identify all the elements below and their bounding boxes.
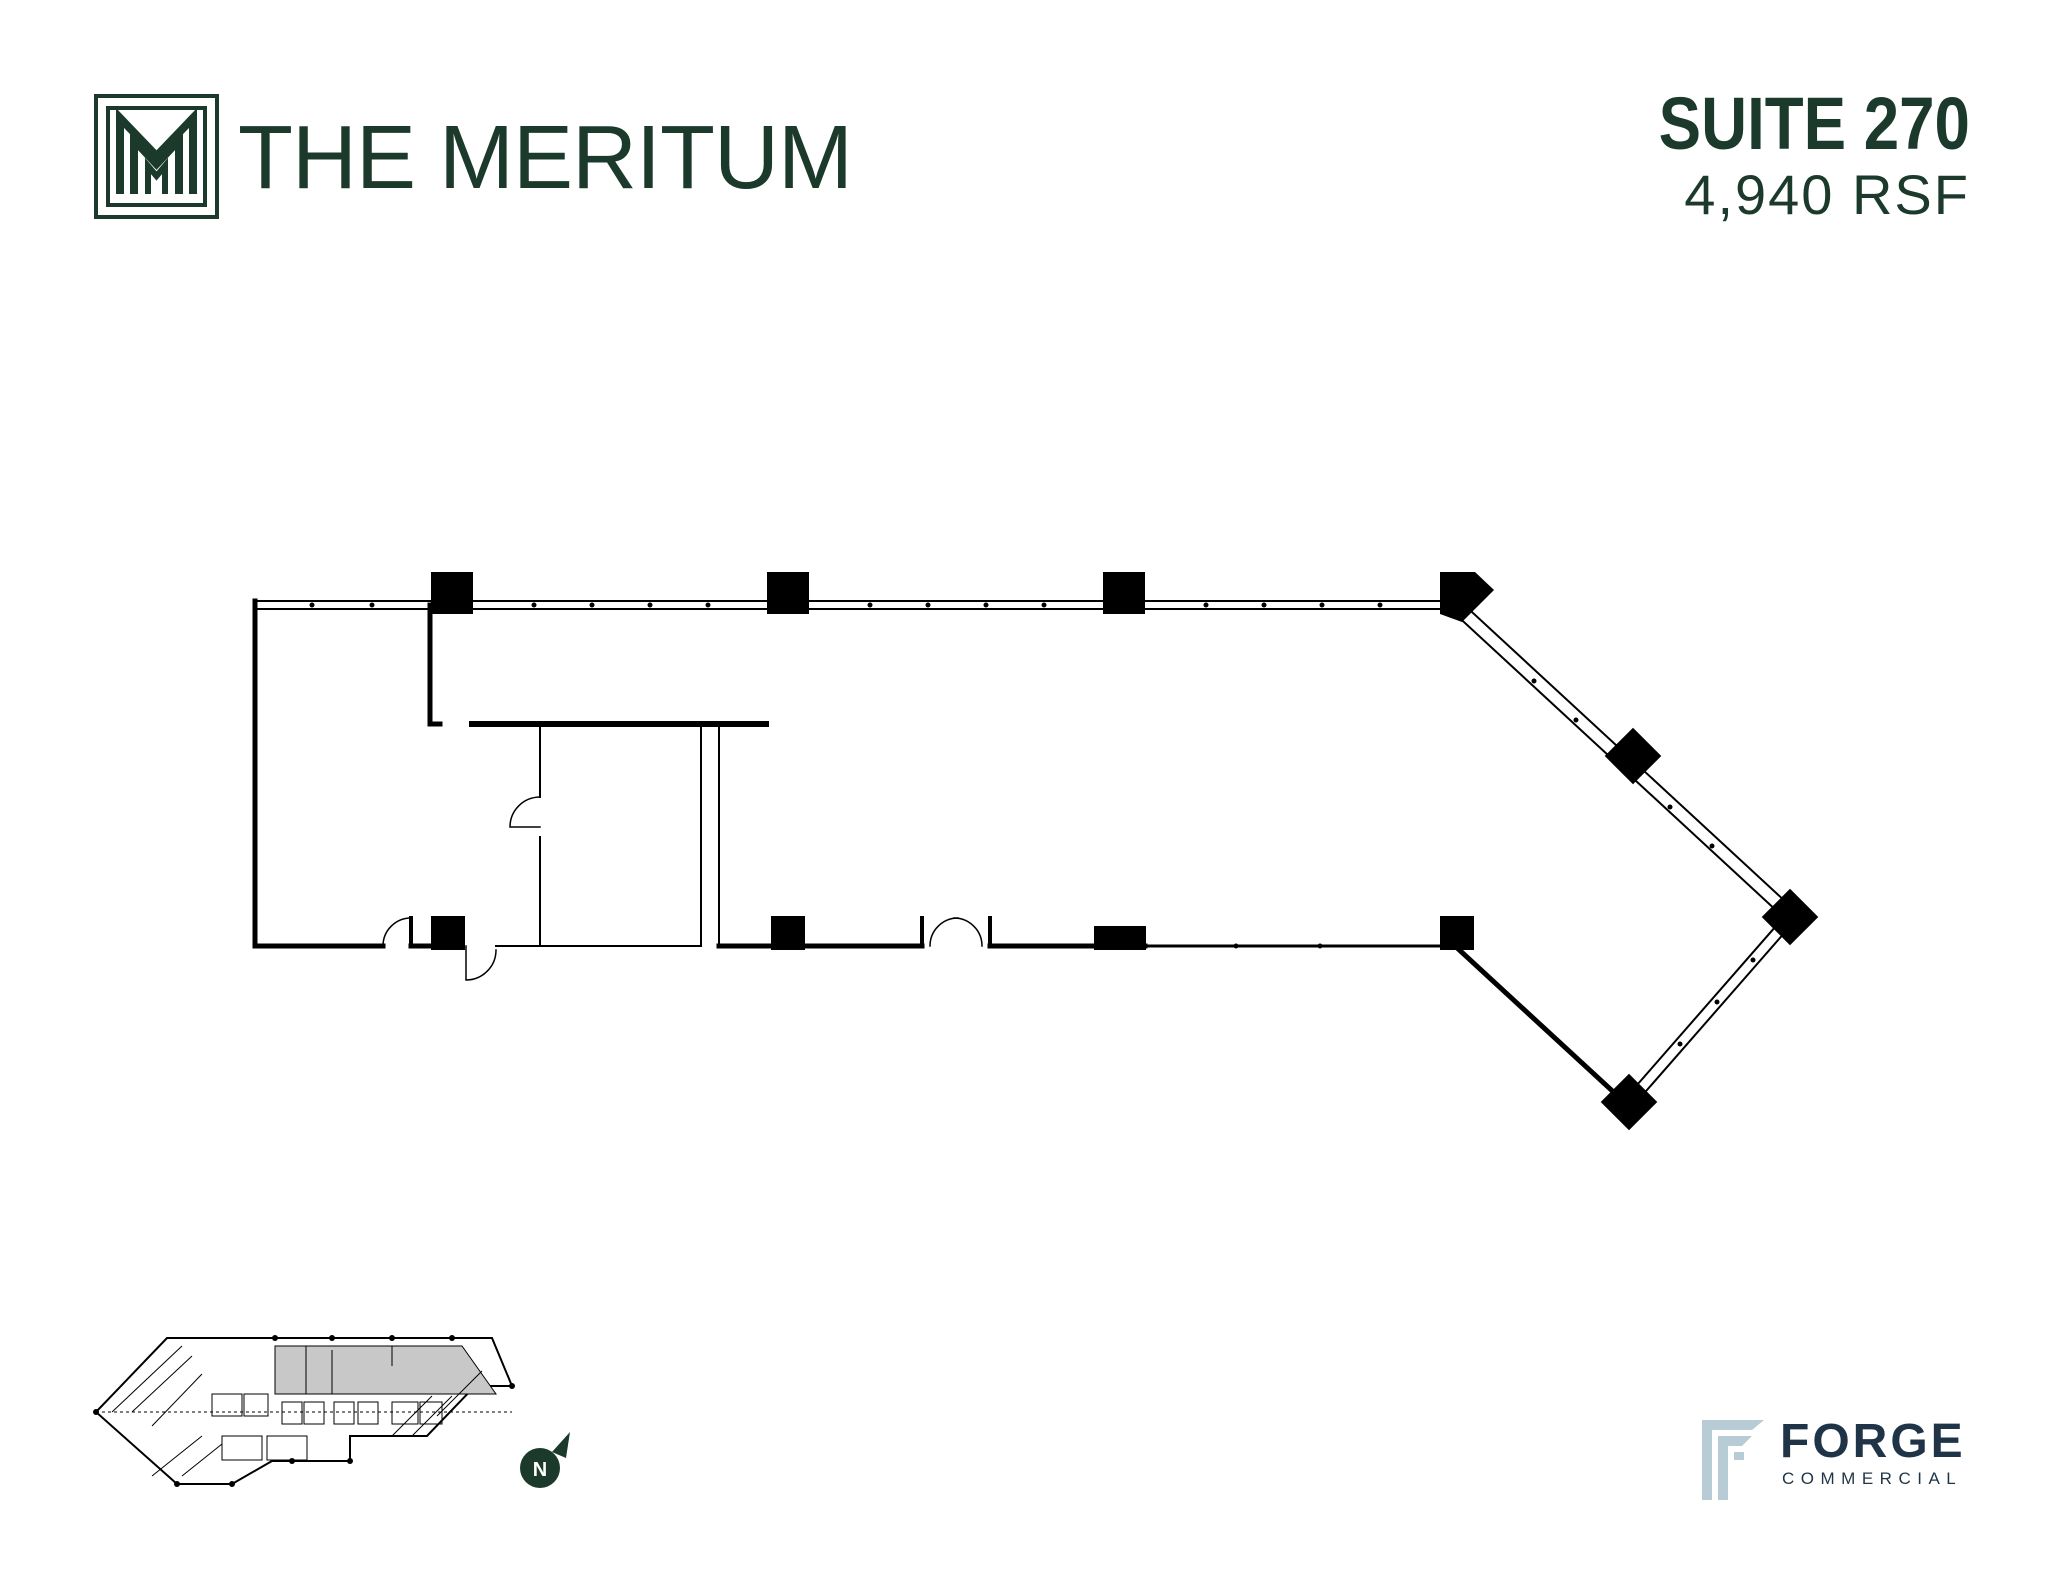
suite-title: SUITE 270 — [1658, 82, 1970, 165]
forge-name: FORGE — [1780, 1415, 1966, 1468]
forge-logo-icon — [1702, 1420, 1764, 1500]
building-key-plan-icon — [93, 1335, 515, 1487]
suite-info: SUITE 270 4,940 RSF — [1608, 84, 1970, 226]
forge-subtitle: COMMERCIAL — [1782, 1469, 1963, 1488]
compass-label: N — [533, 1459, 547, 1481]
brand-name: THE MERITUM — [238, 108, 853, 208]
suite-size: 4,940 RSF — [1684, 163, 1970, 226]
meritum-logo-icon — [94, 94, 219, 219]
north-compass-icon: N — [520, 1432, 570, 1488]
